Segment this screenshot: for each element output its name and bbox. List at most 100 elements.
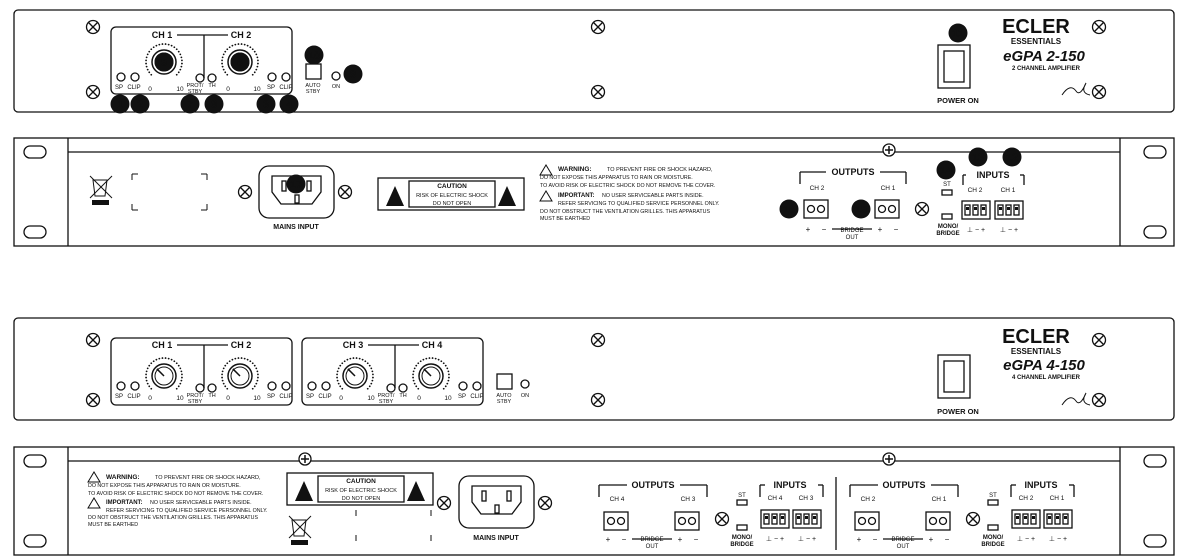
input-terminal-block [994, 200, 1024, 220]
iec-pin [306, 180, 312, 192]
model-name: eGPA 2-150 [1003, 48, 1085, 65]
svg-text:1: 1 [117, 99, 123, 111]
mains-inlet [258, 165, 335, 219]
led-indicator [520, 379, 530, 389]
input-pin [1005, 204, 1012, 216]
important-line: REFER SERVICING TO QUALIFIED SERVICE PER… [106, 508, 267, 514]
out-label: OUT [646, 544, 659, 550]
sp-label: SP [115, 85, 123, 91]
polarity: − [822, 225, 827, 234]
scale-min: 0 [226, 395, 230, 402]
iec-socket [271, 175, 322, 205]
mono-switch [736, 524, 748, 531]
callout-number: 1 [110, 94, 130, 114]
warning-line: DO NOT EXPOSE THIS APPARATUS TO RAIN OR … [88, 483, 241, 489]
polarity-in: ⊥ − + [967, 227, 985, 234]
screw-icon [590, 84, 606, 100]
led-indicator [130, 381, 140, 391]
warning-line: TO AVOID RISK OF ELECTRIC SHOCK DO NOT R… [540, 183, 715, 189]
warning-triangle-icon [539, 164, 553, 176]
scale-max: 10 [176, 86, 184, 93]
prot-label: PROT/ [378, 393, 395, 399]
important-line: MUST BE EARTHED [540, 216, 590, 222]
output-terminal [854, 511, 880, 531]
inputs-label: INPUTS [976, 170, 1009, 180]
rear-panel-4ch [13, 446, 1175, 556]
led-indicator [116, 72, 126, 82]
ch-label: CH 3 [343, 340, 364, 350]
screw-icon [237, 184, 253, 200]
callout-number: 4 [279, 94, 299, 114]
caution-box [317, 475, 405, 503]
important-line: NO USER SERVICEABLE PARTS INSIDE. [150, 500, 252, 506]
clip-label: CLIP [127, 394, 140, 400]
channel-control-box [110, 26, 293, 95]
logo-ecler: ECLER [1002, 326, 1070, 348]
scale-min: 0 [417, 395, 421, 402]
sp-label: SP [267, 394, 275, 400]
caution-box [408, 180, 496, 208]
svg-text:10: 10 [308, 50, 320, 62]
warning-line: TO PREVENT FIRE OR SHOCK HAZARD, [155, 475, 261, 481]
polarity: − [873, 535, 878, 544]
important-title: IMPORTANT: [106, 500, 143, 506]
prot-label: STBY [379, 399, 394, 405]
input-pin [1054, 513, 1061, 525]
model-name: eGPA 4-150 [1003, 357, 1085, 374]
mono-label: MONO/ [938, 224, 959, 230]
input-terminal-block [792, 509, 822, 529]
logo-ecler: ECLER [1002, 16, 1070, 38]
caution-label [377, 177, 525, 211]
pin-dot [1015, 207, 1018, 210]
warning-triangle-icon [87, 471, 101, 483]
auto-label: STBY [306, 89, 321, 95]
led-indicator [307, 381, 317, 391]
iec-pin [281, 180, 287, 192]
terminal-screw [806, 204, 816, 214]
polarity: + [806, 225, 811, 234]
model-subtitle: 4 CHANNEL AMPLIFIER [1012, 375, 1081, 381]
caution-line: DO NOT OPEN [342, 496, 380, 502]
st-switch [736, 499, 748, 506]
input-pin [779, 513, 786, 525]
sp-label: SP [458, 394, 466, 400]
outputs-label: OUTPUTS [882, 480, 925, 490]
mono-label: BRIDGE [981, 542, 1004, 548]
led-indicator [267, 72, 277, 82]
scale-max: 10 [367, 395, 375, 402]
output-terminal [925, 511, 951, 531]
ch-label: CH 2 [861, 496, 876, 503]
warning-triangle-icon [87, 497, 101, 509]
callout-number: 16 [779, 199, 799, 219]
input-pin [997, 204, 1004, 216]
power-on-label: POWER ON [937, 96, 979, 105]
rack-slot [23, 534, 47, 548]
rack-slot [23, 145, 47, 159]
auto-label: AUTO [305, 83, 321, 89]
clip-label: CLIP [318, 394, 331, 400]
pin-dot [1007, 207, 1010, 210]
rack-slot [23, 225, 47, 239]
screw-icon [1091, 84, 1107, 100]
input-pin [763, 513, 770, 525]
iec-pin [494, 504, 500, 514]
polarity-in: ⊥ − + [1000, 227, 1018, 234]
iec-pin [481, 490, 487, 502]
screw-icon [85, 392, 101, 408]
logo-essentials: ESSENTIALS [1011, 37, 1062, 46]
input-terminal-block [1011, 509, 1041, 529]
important-line: MUST BE EARTHED [88, 522, 138, 528]
st-switch [987, 499, 999, 506]
callout-number: 7 [180, 94, 200, 114]
polarity: − [894, 225, 899, 234]
bridge-label: BRIDGE [891, 537, 914, 543]
clip-label: CLIP [279, 85, 292, 91]
mono-switch [987, 524, 999, 531]
polarity-in: ⊥ − + [798, 536, 816, 543]
scale-max: 10 [444, 395, 452, 402]
input-pin [1046, 513, 1053, 525]
pin-dot [1032, 516, 1035, 519]
auto-label: STBY [497, 399, 512, 405]
level-knob [145, 357, 183, 390]
input-pin [795, 513, 802, 525]
